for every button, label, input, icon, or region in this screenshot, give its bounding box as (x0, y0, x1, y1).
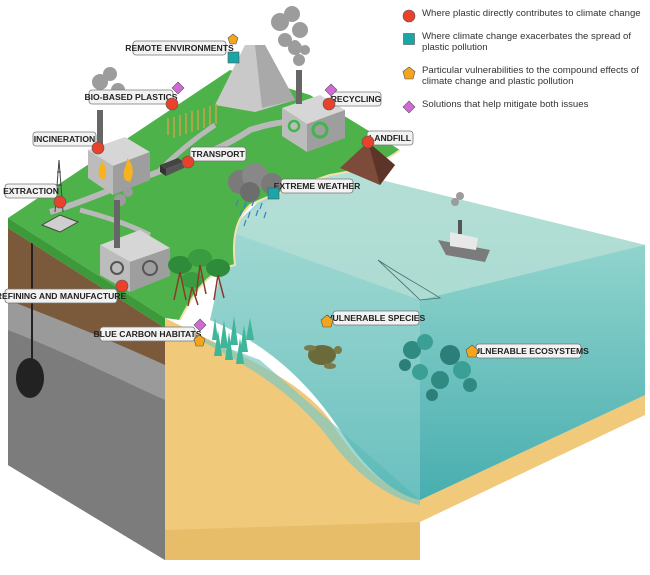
label-landfill: LANDFILL (361, 130, 414, 149)
recycling-plant (282, 70, 345, 152)
mangrove-trees (168, 249, 230, 307)
label-transport: TRANSPORT (181, 146, 247, 169)
label-bio-based-plastics: BIO-BASED PLASTICS (84, 81, 185, 111)
label-incineration: INCINERATION (32, 131, 105, 155)
sand-slope (165, 318, 420, 560)
incineration-plant (88, 110, 150, 195)
label-refining-and-manufacture: REFINING AND MANUFACTURE (0, 279, 129, 304)
orange-pentagon-marker (465, 344, 479, 358)
label-blue-carbon-habitats: BLUE CARBON HABITATS (93, 318, 207, 347)
svg-text:EXTRACTION: EXTRACTION (3, 186, 59, 196)
svg-text:BLUE CARBON HABITATS: BLUE CARBON HABITATS (93, 329, 201, 339)
red-circle-marker (361, 135, 375, 149)
pink-diamond-marker (193, 318, 207, 332)
teal-square-marker (267, 187, 280, 200)
sea-turtle (304, 345, 342, 369)
svg-text:BIO-BASED PLASTICS: BIO-BASED PLASTICS (84, 92, 177, 102)
legend-item-solutions: Solutions that help mitigate both issues (400, 99, 646, 114)
fishing-boat (438, 220, 490, 262)
recycling-smoke (290, 40, 310, 66)
svg-text:TRANSPORT: TRANSPORT (191, 149, 245, 159)
legend: Where plastic directly contributes to cl… (400, 8, 646, 122)
fishing-net (377, 259, 442, 301)
deep-rock-layer (8, 330, 165, 560)
svg-text:REFINING AND MANUFACTURE: REFINING AND MANUFACTURE (0, 291, 127, 301)
svg-text:LANDFILL: LANDFILL (369, 133, 411, 143)
red-circle-marker (91, 141, 105, 155)
red-circle-marker (115, 279, 129, 293)
sea-surface (225, 165, 645, 300)
red-circle-marker (322, 97, 336, 111)
pink-diamond-icon (402, 100, 416, 114)
svg-text:RECYCLING: RECYCLING (331, 94, 382, 104)
pink-diamond-marker (171, 81, 185, 95)
seagrass (212, 316, 254, 364)
orange-pentagon-marker (320, 314, 334, 328)
oil-reservoir (16, 358, 44, 398)
seabed-bottom (165, 522, 420, 560)
seabed-side (420, 395, 645, 522)
mountain-shadow (255, 45, 295, 108)
sea-front-face (180, 330, 420, 505)
label-extraction: EXTRACTION (3, 183, 67, 209)
svg-text:INCINERATION: INCINERATION (34, 134, 95, 144)
label-remote-environments: REMOTE ENVIRONMENTS (125, 33, 240, 64)
svg-text:VULNERABLE SPECIES: VULNERABLE SPECIES (327, 313, 426, 323)
label-extreme-weather: EXTREME WEATHER (267, 178, 362, 200)
label-vulnerable-species: VULNERABLE SPECIES (320, 310, 426, 328)
legend-text: Where climate change exacerbates the spr… (422, 31, 632, 53)
label-recycling: RECYCLING (322, 83, 382, 111)
legend-item-climate-exacerbates: Where climate change exacerbates the spr… (400, 31, 646, 53)
coral-reef (399, 334, 477, 401)
wheat-field (167, 104, 217, 138)
land-edge (8, 218, 165, 328)
legend-text: Particular vulnerabilities to the compou… (422, 65, 639, 87)
svg-text:VULNERABLE ECOSYSTEMS: VULNERABLE ECOSYSTEMS (468, 346, 589, 356)
legend-item-vulnerabilities: Particular vulnerabilities to the compou… (400, 65, 646, 87)
orange-pentagon-marker (227, 33, 239, 45)
red-circle-marker (53, 195, 67, 209)
teal-square-icon (403, 33, 415, 45)
orange-pentagon-icon (402, 66, 416, 80)
teal-square-marker (227, 51, 240, 64)
sea-right-face (420, 245, 645, 500)
legend-text: Solutions that help mitigate both issues (422, 99, 589, 110)
red-circle-marker (165, 97, 179, 111)
rain (235, 199, 267, 227)
orange-pentagon-marker (193, 334, 206, 347)
refining-factory (100, 200, 170, 292)
svg-text:REMOTE ENVIRONMENTS: REMOTE ENVIRONMENTS (125, 43, 234, 53)
red-circle-icon (402, 9, 416, 23)
svg-text:EXTREME WEATHER: EXTREME WEATHER (274, 181, 362, 191)
storm-cloud (228, 163, 283, 202)
transport-truck (160, 158, 184, 176)
label-vulnerable-ecosystems: VULNERABLE ECOSYSTEMS (465, 343, 589, 359)
landfill-shadow (368, 142, 395, 185)
pink-diamond-marker (324, 83, 338, 97)
legend-text: Where plastic directly contributes to cl… (422, 8, 641, 19)
legend-item-plastic-contributes: Where plastic directly contributes to cl… (400, 8, 646, 23)
red-circle-marker (181, 155, 195, 169)
